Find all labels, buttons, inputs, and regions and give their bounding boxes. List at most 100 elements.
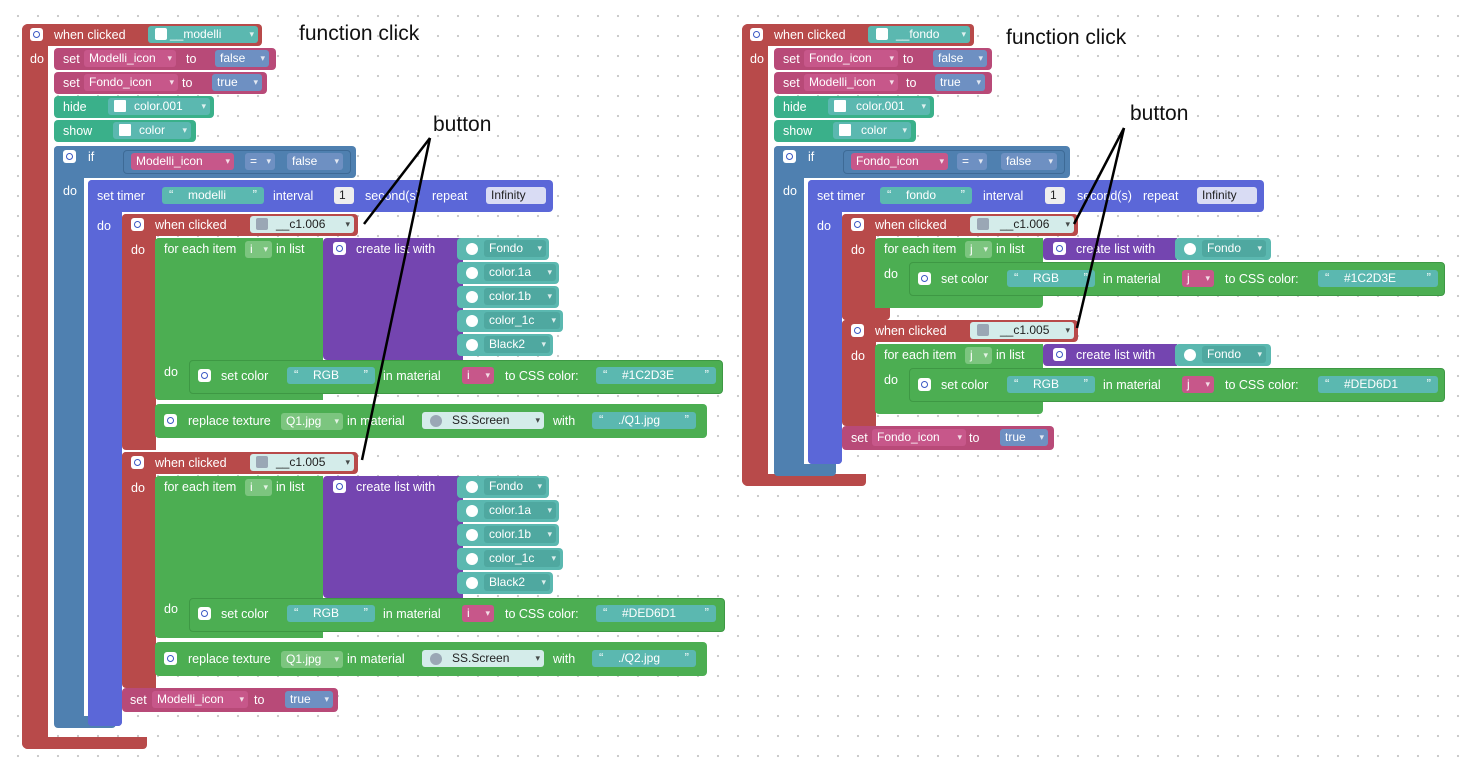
left-setcolor2-gear-icon[interactable] — [198, 607, 211, 620]
right-setcolor1-gear-icon[interactable] — [918, 272, 931, 285]
left-event-block[interactable] — [22, 24, 48, 749]
right-show-object-field[interactable]: color — [833, 122, 911, 139]
left-setcolor2-var[interactable]: i — [462, 605, 494, 622]
left-c1006-event-block[interactable] — [122, 214, 156, 450]
right-if-gear-icon[interactable] — [783, 150, 796, 163]
left-replace1-screen-field[interactable]: SS.Screen — [422, 412, 544, 429]
left-hide-object-field[interactable]: color.001 — [108, 98, 210, 115]
right-list1-item-0-field[interactable]: Fondo — [1202, 240, 1266, 257]
right-c1006-object-field[interactable]: __c1.006 — [970, 216, 1074, 233]
left-hat-gear-icon[interactable] — [30, 28, 43, 41]
left-replace2-screen-field[interactable]: SS.Screen — [422, 650, 544, 667]
left-c1005-gear-icon[interactable] — [131, 456, 144, 469]
left-c1005-event-block[interactable] — [122, 452, 156, 688]
right-setcolor2-css-field[interactable]: “#DED6D1” — [1318, 376, 1438, 393]
left-c1005-object-field[interactable]: __c1.005 — [250, 454, 354, 471]
left-replace1-gear-icon[interactable] — [164, 414, 177, 427]
left-value-true-3[interactable]: true — [285, 691, 333, 708]
right-setcolor1-css-field[interactable]: “#1C2D3E” — [1318, 270, 1438, 287]
left-createlist2-block[interactable] — [323, 476, 457, 598]
left-list1-item-0-field[interactable]: Fondo — [484, 240, 546, 257]
left-timer-num-field[interactable]: 1 — [334, 187, 354, 204]
right-var-modelli-icon-1[interactable]: Modelli_icon — [804, 74, 898, 91]
left-foreach2-var[interactable]: i — [245, 479, 272, 496]
right-event-block[interactable] — [742, 24, 768, 486]
left-var-modelli-icon-3[interactable]: Modelli_icon — [152, 691, 248, 708]
right-createlist2-block[interactable] — [1043, 344, 1177, 366]
right-timer-block[interactable] — [808, 180, 842, 464]
left-foreach1-var[interactable]: i — [245, 241, 272, 258]
left-if-gear-icon[interactable] — [63, 150, 76, 163]
left-list2-item-1-field[interactable]: color.1a — [484, 502, 556, 519]
left-c1006-gear-icon[interactable] — [131, 218, 144, 231]
right-c1006-gear-icon[interactable] — [851, 218, 864, 231]
right-setcolor2-rgb-field[interactable]: “RGB” — [1007, 376, 1095, 393]
left-list2-item-2-field[interactable]: color.1b — [484, 526, 556, 543]
left-createlist2-gear-icon[interactable] — [333, 480, 346, 493]
left-replace1-tex-field[interactable]: Q1.jpg — [281, 413, 343, 430]
left-createlist1-gear-icon[interactable] — [333, 242, 346, 255]
left-if-block[interactable] — [54, 146, 84, 726]
left-hat-object-field[interactable]: __modelli — [148, 26, 258, 43]
right-c1005-gear-icon[interactable] — [851, 324, 864, 337]
left-setcolor1-rgb-field[interactable]: “RGB” — [287, 367, 375, 384]
left-setcolor1-css-field[interactable]: “#1C2D3E” — [596, 367, 716, 384]
left-timer-header[interactable] — [88, 180, 553, 212]
left-replace2-tex-field[interactable]: Q1.jpg — [281, 651, 343, 668]
right-if-block[interactable] — [774, 146, 804, 476]
left-timer-name-field[interactable]: “modelli” — [162, 187, 264, 204]
right-setcolor1-rgb-field[interactable]: “RGB” — [1007, 270, 1095, 287]
left-compare-operator[interactable]: = — [245, 153, 275, 170]
left-list2-item-0-field[interactable]: Fondo — [484, 478, 546, 495]
right-compare-var-fondo[interactable]: Fondo_icon — [851, 153, 948, 170]
left-list1-item-1-field[interactable]: color.1a — [484, 264, 556, 281]
left-setcolor1-gear-icon[interactable] — [198, 369, 211, 382]
left-replace2-path-field[interactable]: “./Q2.jpg” — [592, 650, 696, 667]
left-replace2-gear-icon[interactable] — [164, 652, 177, 665]
left-compare-var-modelli[interactable]: Modelli_icon — [131, 153, 234, 170]
right-setcolor1-var[interactable]: j — [1182, 270, 1214, 287]
right-setcolor1-block[interactable] — [909, 262, 1445, 296]
left-setcolor2-css-field[interactable]: “#DED6D1” — [596, 605, 716, 622]
right-compare-value-false[interactable]: false — [1001, 153, 1057, 170]
right-setcolor2-gear-icon[interactable] — [918, 378, 931, 391]
right-foreach2-var[interactable]: j — [965, 347, 992, 364]
left-setcolor1-var[interactable]: i — [462, 367, 494, 384]
right-c1005-object-field[interactable]: __c1.005 — [970, 322, 1074, 339]
right-setcolor2-var[interactable]: j — [1182, 376, 1214, 393]
right-timer-num-field[interactable]: 1 — [1045, 187, 1065, 204]
right-value-true-3[interactable]: true — [1000, 429, 1048, 446]
right-value-true-1[interactable]: true — [935, 74, 985, 91]
right-timer-header[interactable] — [808, 180, 1264, 212]
left-foreach1-header[interactable] — [155, 238, 323, 260]
right-createlist2-gear-icon[interactable] — [1053, 348, 1066, 361]
right-createlist1-gear-icon[interactable] — [1053, 242, 1066, 255]
right-list2-item-0-field[interactable]: Fondo — [1202, 346, 1266, 363]
left-show-object-field[interactable]: color — [113, 122, 191, 139]
left-timer-repeat-field[interactable]: Infinity — [486, 187, 546, 204]
left-list1-item-2-field[interactable]: color.1b — [484, 288, 556, 305]
left-list2-item-3-field[interactable]: color_1c — [484, 550, 560, 567]
right-var-fondo-icon-1[interactable]: Fondo_icon — [804, 50, 898, 67]
left-var-fondo-icon-1[interactable]: Fondo_icon — [84, 74, 178, 91]
right-foreach1-var[interactable]: j — [965, 241, 992, 258]
right-hat-gear-icon[interactable] — [750, 28, 763, 41]
right-timer-repeat-field[interactable]: Infinity — [1197, 187, 1257, 204]
right-hide-object-field[interactable]: color.001 — [828, 98, 930, 115]
right-compare-operator[interactable]: = — [957, 153, 987, 170]
right-var-fondo-icon-3[interactable]: Fondo_icon — [872, 429, 966, 446]
left-var-modelli-icon-1[interactable]: Modelli_icon — [84, 50, 176, 67]
right-timer-name-field[interactable]: “fondo” — [880, 187, 972, 204]
left-timer-block[interactable] — [88, 180, 122, 726]
left-list2-item-4-field[interactable]: Black2 — [484, 574, 550, 591]
left-list1-item-3-field[interactable]: color_1c — [484, 312, 560, 329]
left-setcolor2-rgb-field[interactable]: “RGB” — [287, 605, 375, 622]
left-compare-value-false[interactable]: false — [287, 153, 343, 170]
left-value-false-1[interactable]: false — [215, 50, 269, 67]
right-hat-object-field[interactable]: __fondo — [868, 26, 970, 43]
right-value-false-1[interactable]: false — [933, 50, 987, 67]
left-replace1-path-field[interactable]: “./Q1.jpg” — [592, 412, 696, 429]
left-c1006-object-field[interactable]: __c1.006 — [250, 216, 354, 233]
left-list1-item-4-field[interactable]: Black2 — [484, 336, 550, 353]
left-value-true-1[interactable]: true — [212, 74, 262, 91]
